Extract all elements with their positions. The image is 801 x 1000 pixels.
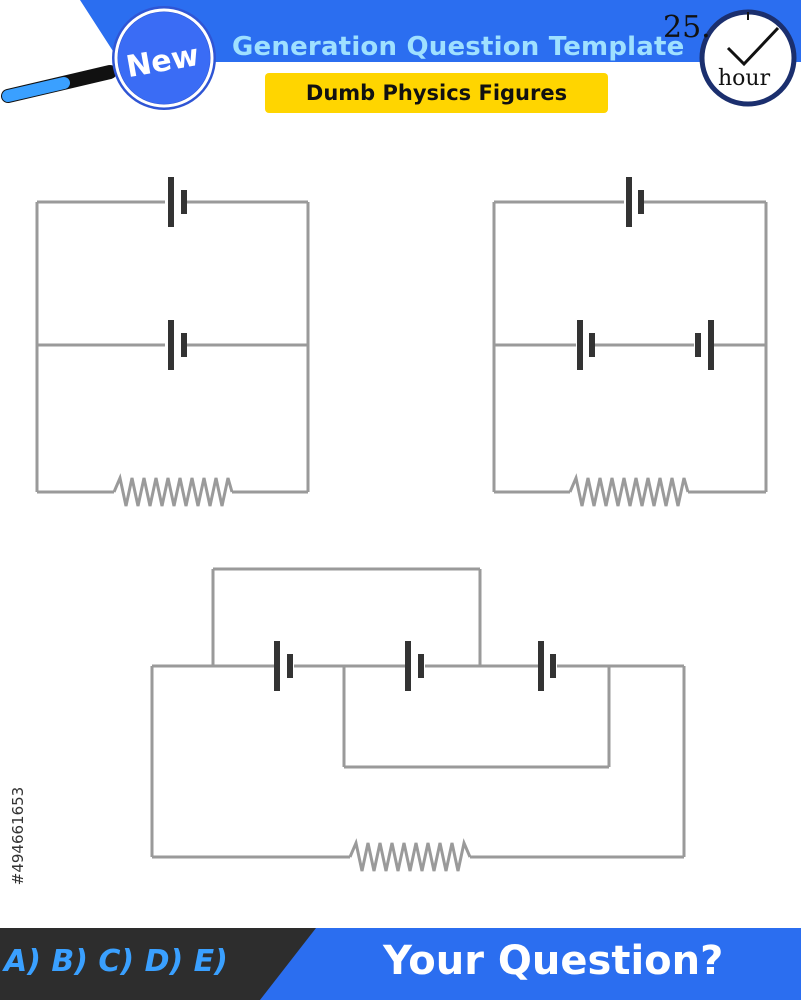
timer-unit: hour <box>718 66 771 91</box>
battery <box>168 320 187 370</box>
header-banner <box>80 0 801 62</box>
footer-dark-panel <box>0 928 316 1000</box>
battery <box>274 641 293 691</box>
battery <box>168 177 187 227</box>
circuit-1 <box>35 200 310 507</box>
battery <box>577 320 595 370</box>
question-prompt: Your Question? <box>383 938 724 984</box>
new-badge <box>112 6 216 110</box>
battery <box>695 320 714 370</box>
answer-options: A) B) C) D) E) <box>4 944 228 979</box>
timer-number: 25. <box>663 10 711 45</box>
resistor <box>568 473 690 507</box>
circuit-2 <box>492 200 768 507</box>
circuit-3 <box>150 567 686 872</box>
resistor <box>112 473 234 507</box>
subtitle-text: Dumb Physics Figures <box>305 81 568 105</box>
battery <box>405 641 424 691</box>
subtitle-banner: Dumb Physics Figures <box>265 73 608 113</box>
battery <box>538 641 556 691</box>
template-title: Generation Question Template <box>232 32 685 62</box>
stock-id-text: #494661653 <box>9 786 27 886</box>
stock-id-watermark: #494661653 <box>8 752 28 922</box>
clock-icon <box>699 9 797 107</box>
resistor <box>348 838 472 872</box>
magnifier-icon <box>1 65 117 103</box>
battery <box>626 177 644 227</box>
